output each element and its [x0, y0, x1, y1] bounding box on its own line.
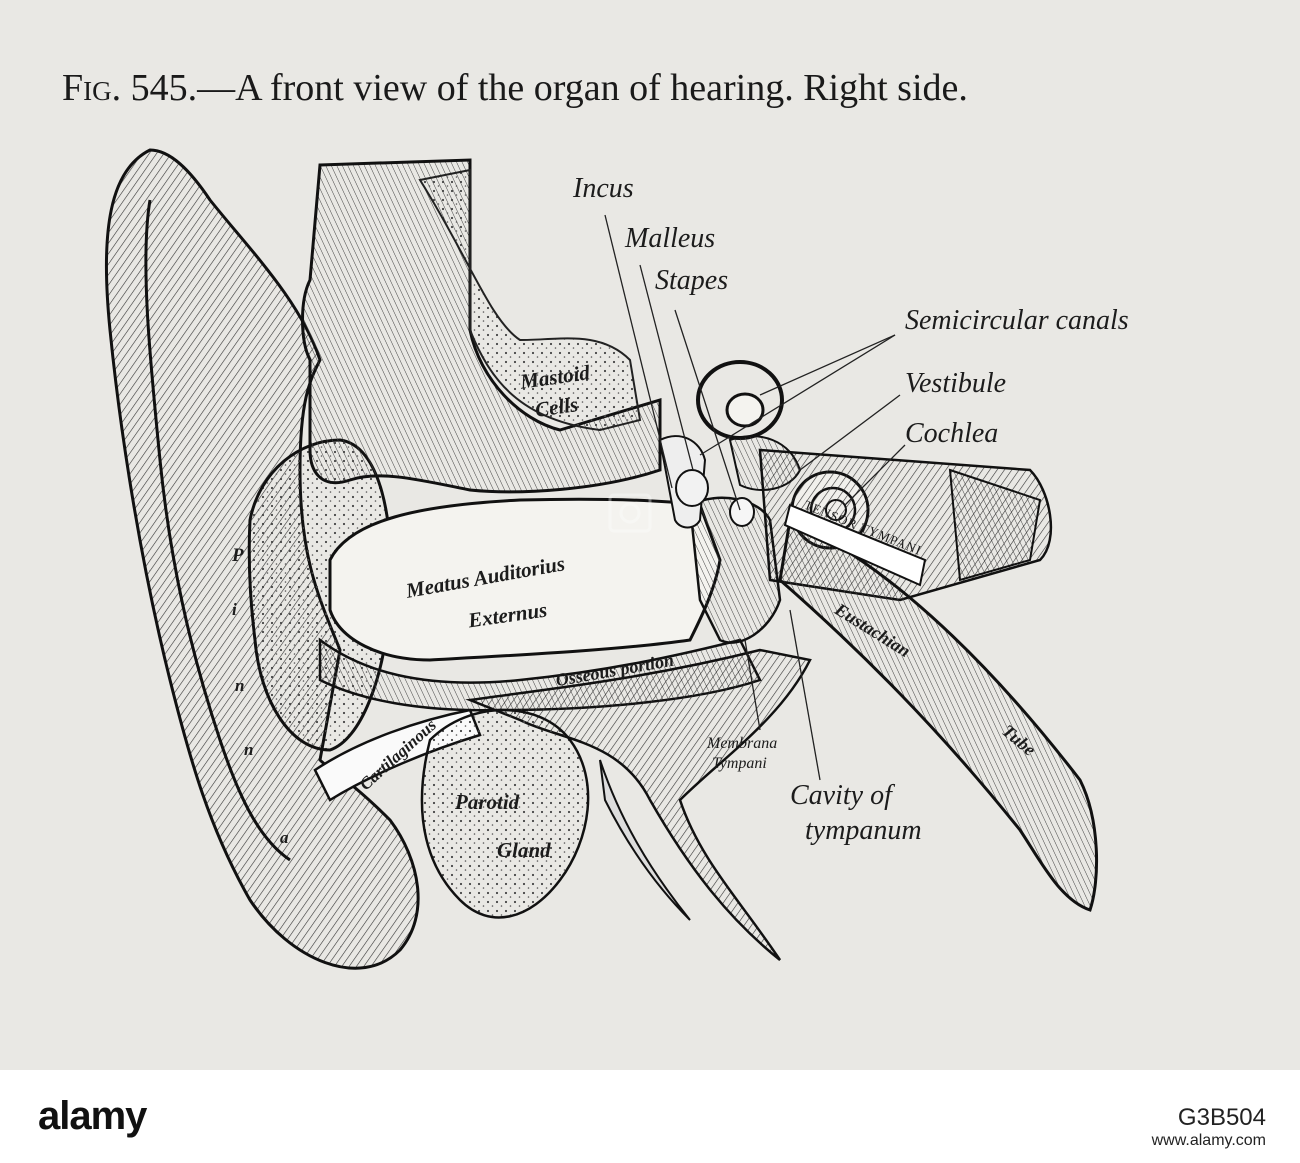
label-pinna-n1: n [235, 676, 245, 695]
mastoid-region [418, 168, 642, 432]
label-tympanum: tympanum [805, 815, 922, 846]
parotid-gland [420, 708, 590, 919]
brand-logo[interactable]: alamy [38, 1094, 147, 1138]
label-pinna-a: a [280, 828, 289, 847]
label-stapes: Stapes [655, 265, 729, 296]
label-cochlea: Cochlea [905, 418, 999, 449]
styloid-process [599, 759, 691, 921]
figure-number-label: Fig. [62, 67, 122, 109]
label-parotid: Parotid [455, 790, 520, 814]
label-incus: Incus [573, 173, 634, 204]
malleus-leader [639, 264, 694, 471]
pinna-inner-fold [144, 199, 291, 862]
label-membrana: Membrana [707, 735, 778, 752]
semicircular-canal-inner [725, 392, 765, 428]
label-gland: Gland [497, 838, 551, 862]
semicircular-leader-1 [759, 334, 896, 396]
label-malleus: Malleus [625, 223, 716, 254]
semicircular-leader-2 [699, 334, 896, 456]
stock-footer: alamy G3B504 www.alamy.com [0, 1070, 1300, 1163]
label-pinna-p: P [232, 545, 244, 566]
temporal-squama [301, 158, 662, 494]
label-tympani: Tympani [712, 755, 767, 772]
cavity-leader [789, 609, 821, 781]
membrana-leader [744, 639, 761, 731]
site-url[interactable]: www.alamy.com [1151, 1132, 1266, 1149]
figure-page: Fig. 545.—A front view of the organ of h… [0, 0, 1300, 1070]
eustachian-tube [778, 517, 1099, 912]
label-vestibule: Vestibule [905, 368, 1007, 399]
label-pinna-i: i [232, 600, 237, 619]
label-pinna-n2: n [244, 740, 254, 759]
incus-shape [675, 469, 709, 507]
ear-anatomy-illustration [104, 148, 1099, 970]
vestibule-leader [799, 394, 901, 471]
alamy-watermark-icon [608, 493, 652, 533]
image-id: G3B504 [1177, 1104, 1266, 1131]
tensor-tympani-band [783, 503, 927, 587]
cochlea-leader [844, 444, 906, 506]
label-cavity-of: Cavity of [790, 780, 892, 811]
stapes-leader [674, 309, 741, 511]
figure-caption: Fig. 545.—A front view of the organ of h… [62, 66, 968, 110]
stapes-shape [729, 497, 755, 527]
label-semicircular-canals: Semicircular canals [905, 305, 1129, 336]
incus-leader [604, 214, 673, 489]
tympanic-cavity [688, 496, 782, 644]
figure-caption-text: 545.—A front view of the organ of hearin… [130, 67, 968, 109]
petrous-broken-end [948, 468, 1042, 582]
